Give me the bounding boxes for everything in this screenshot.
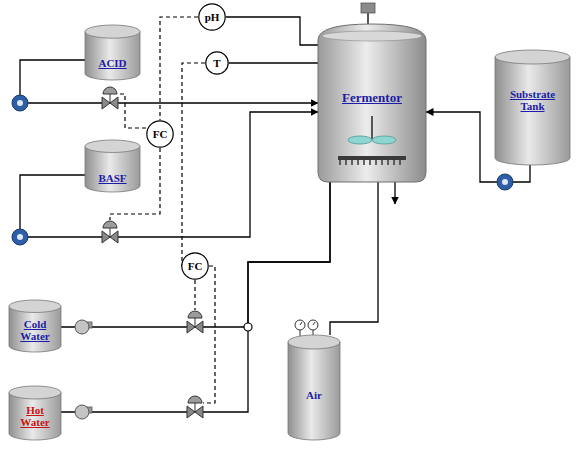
storage-tank: Substrate Tank (495, 50, 570, 165)
control-valve (102, 87, 118, 109)
node-label: ACID (98, 57, 126, 69)
pipe-line (330, 182, 378, 335)
signal-wire (110, 94, 215, 403)
controller-circle: FC (146, 120, 174, 148)
dosing-pump (497, 174, 513, 190)
storage-tank: Cold Water (9, 300, 61, 352)
storage-tank: BASF (85, 140, 140, 192)
pipe-line (226, 17, 318, 45)
node-label: Substrate Tank (502, 88, 564, 112)
control-valve (187, 311, 203, 333)
node-label: FC (153, 128, 168, 140)
tank-outline (288, 335, 340, 440)
signal-line (160, 17, 198, 120)
sensor-circle: pH (198, 3, 226, 31)
pipe-line (61, 182, 330, 327)
signal-line (181, 63, 205, 266)
sensor-circle: T (205, 51, 229, 75)
control-valve (187, 396, 203, 418)
storage-tank: Hot Water (9, 386, 61, 440)
node-label: Air (306, 389, 322, 401)
node-label: pH (205, 11, 220, 23)
node-label: T (213, 57, 220, 69)
pipe-line (20, 112, 318, 237)
dosing-pump (12, 229, 28, 245)
water-pump (75, 405, 92, 419)
gas-cylinder: Air (288, 335, 340, 440)
node-label: FC (188, 260, 203, 272)
node-label: Hot Water (13, 404, 57, 428)
pipe-line (229, 62, 318, 63)
tank-outline (85, 140, 140, 192)
water-pump (75, 320, 92, 334)
node-label: Fermentor (342, 91, 402, 105)
pressure-gauge (295, 320, 318, 337)
agitator-motor (361, 3, 375, 24)
control-valve (102, 221, 118, 243)
node-label: BASF (98, 172, 126, 184)
dosing-pump (12, 95, 28, 111)
node-label: Cold Water (13, 318, 57, 342)
storage-tank: ACID (85, 25, 140, 80)
pipe-line (20, 60, 318, 103)
pipe-junction (244, 323, 252, 331)
tank-outline (85, 25, 140, 80)
outlet-arrow (394, 182, 395, 204)
controller-circle: FC (181, 252, 209, 280)
fermentor-vessel: Fermentor (318, 22, 426, 182)
